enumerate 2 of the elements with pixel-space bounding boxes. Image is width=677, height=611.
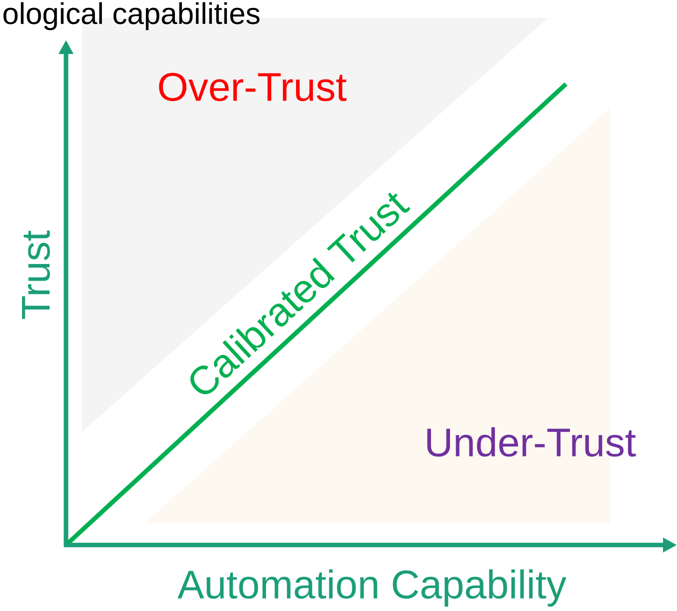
axis-title: Automation Capability <box>178 569 566 607</box>
axis-title: Trust <box>22 230 50 319</box>
